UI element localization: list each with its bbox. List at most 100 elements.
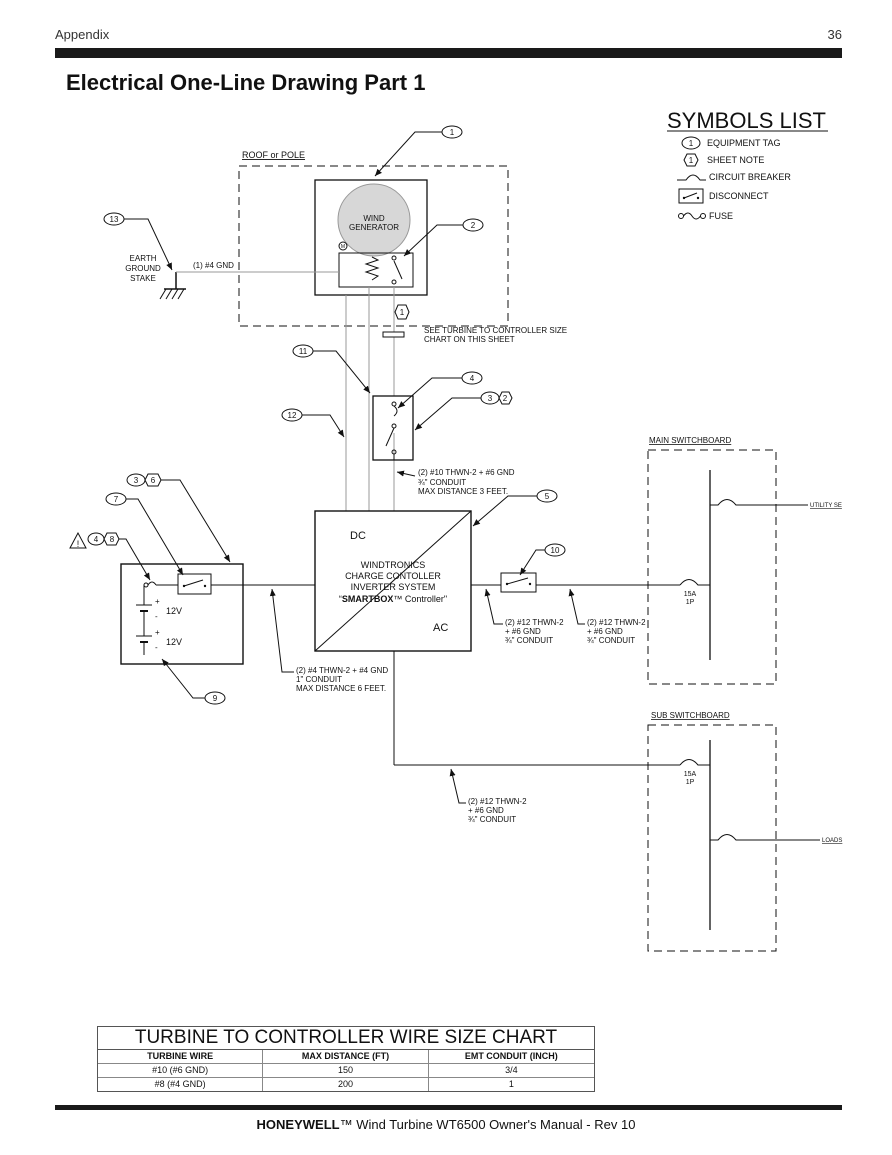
main-ac-breaker-icon: [679, 579, 710, 586]
controller-dc-label: DC: [350, 530, 366, 542]
sub-breaker-poles: 1P: [686, 779, 695, 786]
svg-text:2: 2: [503, 394, 508, 403]
symbols-disconnect: DISCONNECT: [709, 191, 769, 201]
footer-text: ™ Wind Turbine WT6500 Owner's Manual - R…: [339, 1117, 636, 1132]
svg-text:12: 12: [288, 411, 297, 420]
tag-4: 4: [461, 371, 483, 385]
page-number: 36: [827, 27, 842, 42]
controller-line-1: WINDTRONICS: [361, 560, 426, 570]
wire-ac-2-line-1: (2) #12 THWN-2: [587, 618, 646, 627]
equipment-tag-icon: 1: [681, 136, 701, 150]
see-chart-note-2: CHART ON THIS SHEET: [424, 335, 515, 344]
battery-cell-2: + -: [136, 628, 160, 652]
svg-text:6: 6: [151, 476, 156, 485]
svg-text:3: 3: [134, 476, 139, 485]
wire-ac-2-line-2: + #6 GND: [587, 627, 623, 636]
wire-size-chart: TURBINE TO CONTROLLER WIRE SIZE CHART TU…: [97, 1026, 595, 1092]
turbine-electronics-box: [338, 252, 414, 288]
loads-breaker-icon: [710, 834, 820, 841]
wire-ac-2-line-3: ¾" CONDUIT: [587, 636, 635, 645]
fused-disconnect-box: [372, 395, 414, 461]
utility-label: UTILITY SE: [810, 503, 842, 509]
roof-label: ROOF or POLE: [242, 150, 305, 160]
wire-sub-line-3: ¾" CONDUIT: [468, 815, 516, 824]
footer: HONEYWELL™ Wind Turbine WT6500 Owner's M…: [0, 1117, 892, 1132]
battery-1-voltage: 12V: [166, 606, 182, 616]
main-breaker-poles: 1P: [686, 599, 695, 606]
symbols-list: SYMBOLS LIST 1 EQUIPMENT TAG 1 SHEET NOT…: [667, 108, 828, 221]
svg-text:5: 5: [545, 492, 550, 501]
roof-boundary: [238, 165, 509, 327]
svg-text:9: 9: [213, 694, 218, 703]
wind-generator-label-2: GENERATOR: [349, 223, 399, 232]
wire-chart-cell: 3/4: [505, 1065, 518, 1075]
loads-label: LOADS: [822, 838, 842, 844]
svg-text:1: 1: [689, 139, 694, 148]
wire-ac-1-line-1: (2) #12 THWN-2: [505, 618, 564, 627]
wind-generator-rotor: [337, 183, 411, 257]
sub-breaker-rating: 15A: [684, 771, 697, 778]
sub-ac-breaker-icon: [679, 759, 710, 766]
main-switchboard-boundary: [647, 449, 777, 685]
ground-wire-label: (1) #4 GND: [193, 261, 234, 270]
disconnect-switch-icon: [385, 427, 395, 447]
header-section: Appendix: [55, 27, 110, 42]
wire-chart-cell: 200: [263, 1078, 429, 1091]
svg-text:4: 4: [94, 535, 99, 544]
conduit-sleeve: [382, 331, 405, 338]
controller-line-2: CHARGE CONTOLLER: [345, 571, 441, 581]
wire-sub-line-1: (2) #12 THWN-2: [468, 797, 527, 806]
tag-13: 13: [103, 212, 125, 226]
warning-icon: [69, 531, 87, 549]
controller-box: [314, 510, 472, 652]
motor-icon: [338, 241, 348, 251]
wire-chart-header: MAX DISTANCE (FT): [263, 1050, 429, 1063]
wire-controller-top-3: MAX DISTANCE 3 FEET.: [418, 487, 508, 496]
wire-chart-cell: #8 (#4 GND): [98, 1078, 264, 1091]
symbols-title: SYMBOLS LIST: [667, 108, 826, 133]
wire-ac-1-line-3: ¾" CONDUIT: [505, 636, 553, 645]
svg-text:M: M: [341, 244, 345, 250]
page-title: Electrical One-Line Drawing Part 1: [66, 70, 426, 95]
footer-rule: [55, 1105, 842, 1110]
main-switchboard-label: MAIN SWITCHBOARD: [649, 436, 731, 445]
battery-enclosure: [120, 563, 244, 665]
wire-battery-3: MAX DISTANCE 6 FEET.: [296, 684, 386, 693]
see-chart-note-1: SEE TURBINE TO CONTROLLER SIZE: [424, 326, 567, 335]
turbine-switch-icon: [393, 260, 403, 280]
footer-brand: HONEYWELL: [256, 1117, 340, 1132]
tag-1-top: 1: [441, 125, 463, 139]
svg-text:+: +: [155, 597, 160, 606]
sheet-note-1: 1: [394, 304, 410, 320]
fuse-icon: [678, 212, 706, 220]
earth-ground-label-3: STAKE: [130, 274, 156, 283]
svg-text:3: 3: [488, 394, 493, 403]
svg-text:+: +: [155, 628, 160, 637]
svg-text:-: -: [155, 612, 158, 621]
wire-chart-header: EMT CONDUIT (INCH): [464, 1051, 558, 1061]
tag-12: 12: [281, 408, 303, 422]
svg-text:11: 11: [299, 347, 308, 356]
controller-diagonal: [314, 510, 472, 652]
svg-text:-: -: [155, 643, 158, 652]
earth-ground-icon: [159, 272, 186, 300]
tag-3-2-pair: 3 2: [480, 391, 513, 405]
disconnect-icon: [678, 188, 704, 204]
header-rule: [55, 48, 842, 58]
warning-tag-group: ! 4 8: [69, 531, 120, 549]
wire-chart-cell: #10 (#6 GND): [98, 1064, 264, 1077]
svg-text:7: 7: [114, 495, 119, 504]
table-row: #10 (#6 GND) 150 3/4: [98, 1064, 594, 1078]
wire-ac-1-line-2: + #6 GND: [505, 627, 541, 636]
table-row: #8 (#4 GND) 200 1: [98, 1078, 594, 1091]
wire-chart-header-row: TURBINE WIRE MAX DISTANCE (FT) EMT CONDU…: [98, 1050, 594, 1064]
battery-cell-1: + -: [136, 597, 160, 621]
tag-2: 2: [462, 218, 484, 232]
svg-text:2: 2: [471, 221, 476, 230]
wire-battery-2: 1" CONDUIT: [296, 675, 342, 684]
wire-controller-top-1: (2) #10 THWN-2 + #6 GND: [418, 468, 515, 477]
tag-7: 7: [105, 492, 127, 506]
resistor-icon: [364, 256, 380, 281]
ac-disconnect-icon: [500, 572, 537, 593]
wire-chart-title: TURBINE TO CONTROLLER WIRE SIZE CHART: [98, 1027, 594, 1050]
